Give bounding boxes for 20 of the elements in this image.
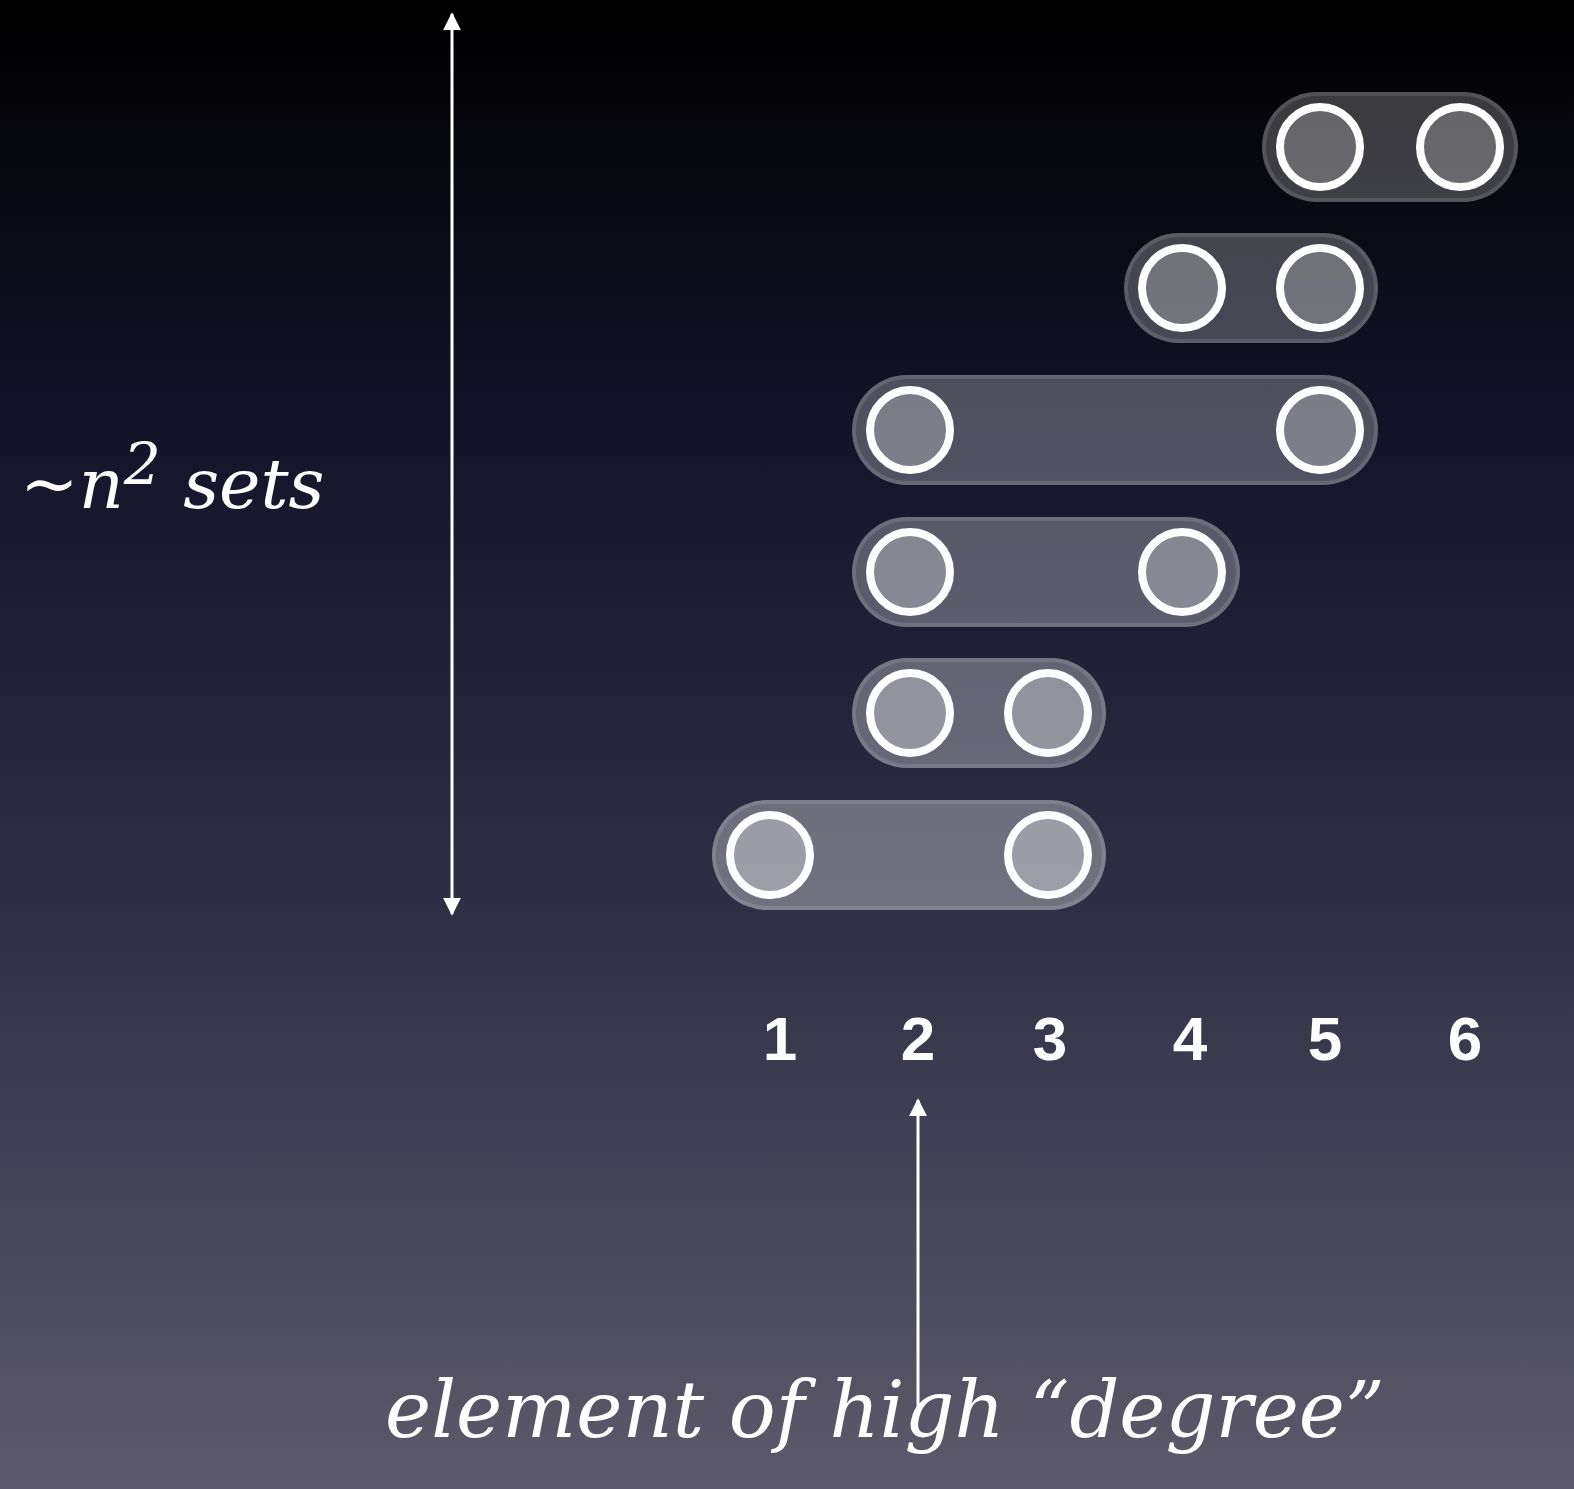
element-number: 6 (1447, 1008, 1483, 1070)
element-circle (1138, 244, 1226, 332)
element-circle (1004, 811, 1092, 899)
element-number: 1 (762, 1008, 798, 1070)
element-circle (866, 528, 954, 616)
element-number: 5 (1307, 1008, 1343, 1070)
element-circle (1276, 103, 1364, 191)
element-circle (866, 386, 954, 474)
element-number: 2 (900, 1008, 936, 1070)
element-circle (1004, 669, 1092, 757)
element-number: 3 (1032, 1008, 1068, 1070)
element-circle (866, 669, 954, 757)
element-circle (726, 811, 814, 899)
element-circle (1276, 386, 1364, 474)
element-circle (1138, 528, 1226, 616)
caption-text: element of high “degree” (385, 1365, 1385, 1455)
element-number: 4 (1172, 1008, 1208, 1070)
element-circle (1416, 103, 1504, 191)
set-count-label: ~n$^{2}$ sets (20, 430, 325, 526)
element-circle (1276, 244, 1364, 332)
